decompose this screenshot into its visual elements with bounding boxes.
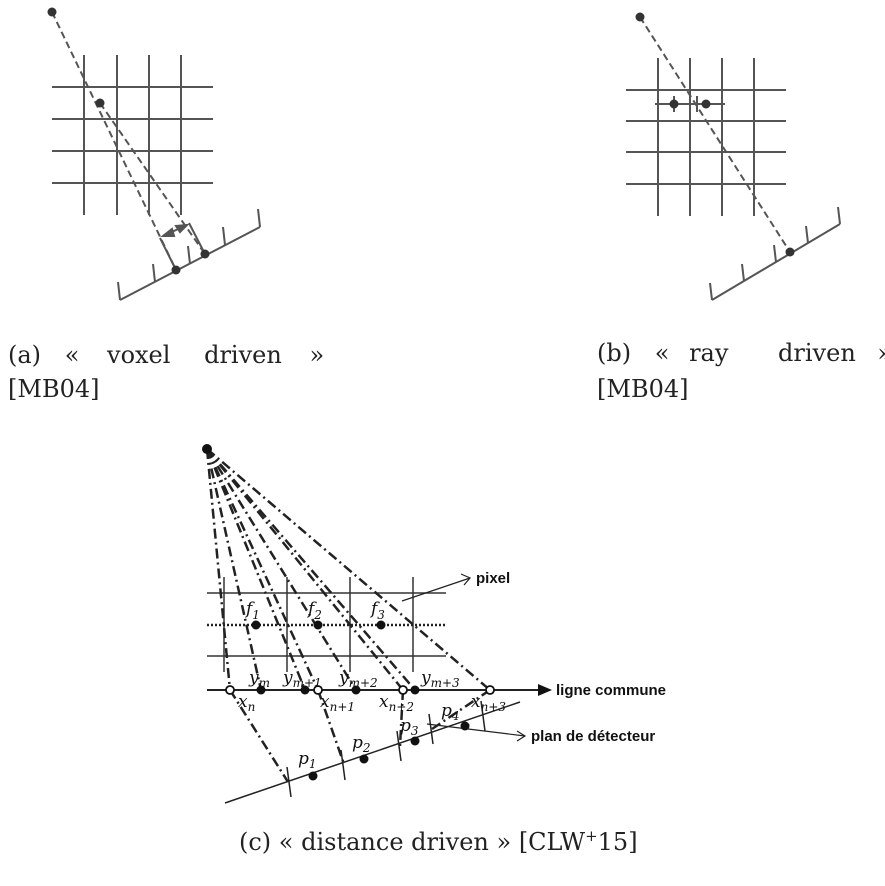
detector-ticks-b xyxy=(709,206,841,301)
label-p4: p4 xyxy=(441,701,460,723)
pixel-grid-c xyxy=(207,577,446,672)
label-xn1: xn+1 xyxy=(320,692,355,714)
caption-a-tag: (a) xyxy=(8,341,42,369)
diagram-voxel-driven xyxy=(47,7,261,301)
diagram-distance-driven: pixel ligne commune plan de détecteur f1… xyxy=(202,444,666,804)
label-ym: ym xyxy=(248,668,270,690)
detector-hit-a2 xyxy=(200,249,210,259)
caption-c: (c) « distance driven » [CLW+15] xyxy=(239,825,638,859)
ray-b xyxy=(639,16,791,253)
caption-b: (b) « ray driven » xyxy=(597,336,885,370)
caption-b-ref: [MB04] xyxy=(597,375,689,403)
detector-leader xyxy=(426,723,527,742)
caption-a-word1: voxel xyxy=(107,341,171,369)
detector-projections xyxy=(225,685,495,695)
label-f2: f2 xyxy=(306,599,322,622)
pixel-leader xyxy=(401,573,471,602)
label-f1: f1 xyxy=(244,599,260,622)
label-ym1: ym+1 xyxy=(282,668,322,690)
label-p3: p3 xyxy=(400,716,419,738)
caption-b-word2: driven xyxy=(778,339,856,367)
caption-a-ref: [MB04] xyxy=(8,375,100,403)
detector-centers xyxy=(308,721,470,781)
interp-point-b1 xyxy=(669,99,679,109)
caption-a: (a) « voxel driven » xyxy=(8,338,324,372)
label-p1: p1 xyxy=(298,749,317,771)
caption-a-word2: driven xyxy=(204,341,282,369)
label-p2: p2 xyxy=(352,733,371,755)
label-ligne-commune: ligne commune xyxy=(556,682,666,699)
label-ym2: ym+2 xyxy=(338,668,378,690)
source-point-c xyxy=(202,444,212,454)
diagram-ray-driven xyxy=(626,12,841,301)
pixel-projections xyxy=(256,685,420,695)
label-xn3: xn+3 xyxy=(471,692,506,714)
label-ym3: ym+3 xyxy=(420,668,460,690)
caption-b-close: » xyxy=(877,336,885,370)
label-f3: f3 xyxy=(369,599,385,622)
boundary-rays xyxy=(205,448,491,691)
caption-b-word1: ray xyxy=(689,339,729,367)
label-xn: xn xyxy=(238,692,255,714)
caption-c-main: (c) « distance driven » [CLW xyxy=(239,828,586,856)
detector-hit-a1 xyxy=(171,265,181,275)
label-plan-detecteur: plan de détecteur xyxy=(531,728,655,745)
detector-hit-b xyxy=(785,247,795,257)
projection-arrow-a xyxy=(159,222,206,271)
source-point-b xyxy=(635,12,645,22)
caption-c-sup: + xyxy=(585,827,598,845)
caption-a-close: » xyxy=(309,341,325,369)
label-xn2: xn+2 xyxy=(379,692,414,714)
pixel-grid-b xyxy=(626,58,786,216)
ray-a2 xyxy=(99,102,206,255)
interp-point-b2 xyxy=(701,99,711,109)
pixel-grid-a xyxy=(52,55,213,215)
ray-a1 xyxy=(51,11,177,271)
label-pixel: pixel xyxy=(476,570,510,587)
source-point-a xyxy=(47,7,57,17)
voxel-center-a xyxy=(95,98,105,108)
caption-a-open: « xyxy=(64,341,80,369)
pixel-centers xyxy=(251,620,386,630)
caption-c-end: 15] xyxy=(597,828,638,856)
common-line-arrow xyxy=(538,684,552,696)
caption-b-tag: (b) xyxy=(597,339,632,367)
detector-line-c xyxy=(224,701,521,804)
caption-b-open: « xyxy=(654,339,670,367)
extended-rays xyxy=(228,688,491,783)
detector-ticks-a xyxy=(117,208,261,301)
pixel-rays xyxy=(205,448,416,691)
